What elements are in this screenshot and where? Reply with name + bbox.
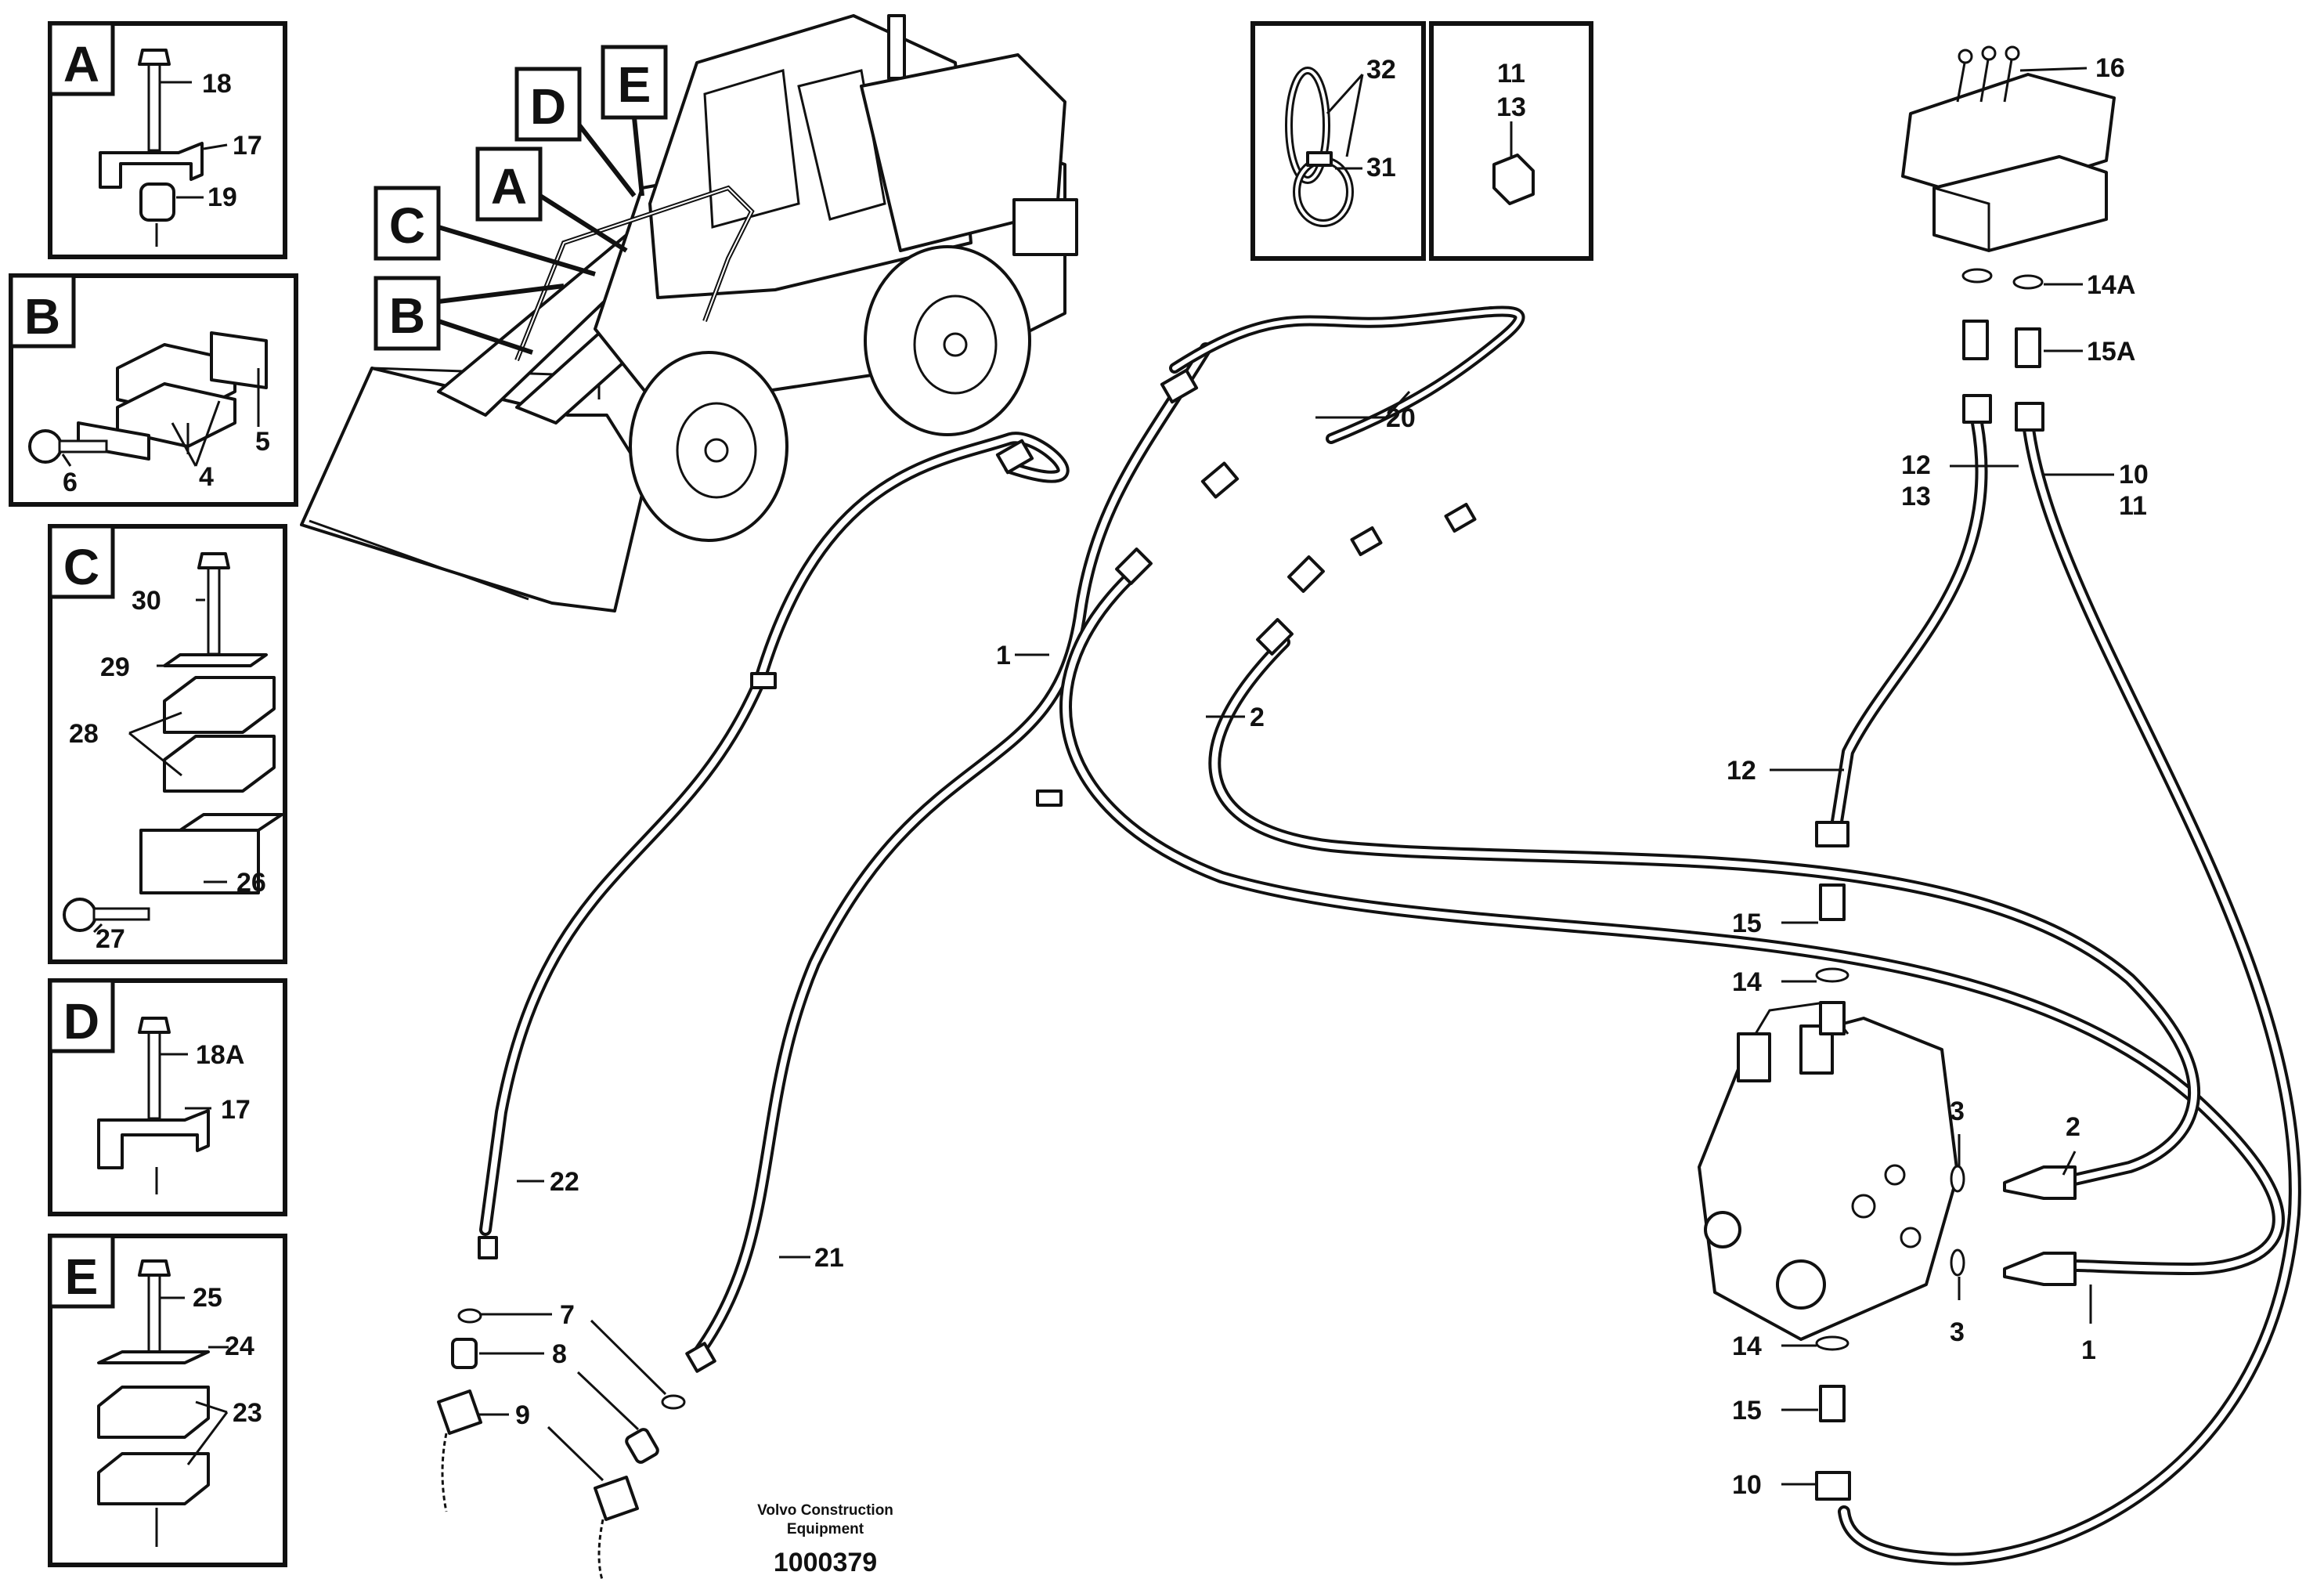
label-17-d: 17 [221,1095,251,1125]
label-14a: 14A [2087,270,2135,300]
exhaust-stack [887,14,906,80]
detail-box-b: B 5 6 4 [9,273,298,507]
callout-a: A [491,158,527,215]
label-5: 5 [255,427,270,457]
control-lever-unit: 16 14A 15A 12 13 10 11 [1901,45,2149,521]
dust-cap-9 [437,1389,482,1435]
callout-c: C [389,197,425,254]
label-7: 7 [560,1300,575,1330]
label-17: 17 [233,131,262,161]
detail-box-cap: 11 13 [1429,21,1593,261]
label-25: 25 [193,1283,222,1313]
label-15-upper: 15 [1732,909,1762,938]
plate-6 [77,421,150,461]
hoses [479,305,2301,1566]
spacer-19 [139,182,175,222]
label-20: 20 [1386,403,1416,433]
label-8: 8 [552,1339,567,1369]
box-letter-b: B [24,288,60,345]
bolt-6 [28,429,63,464]
label-24: 24 [225,1331,254,1361]
label-19: 19 [208,182,237,212]
control-valve [1698,821,2077,1501]
callout-d: D [530,78,566,135]
label-12-top: 12 [1901,450,1931,480]
bracket-26 [139,829,260,894]
bolt-head-18 [138,49,171,66]
label-18: 18 [202,69,232,99]
maker-line-1: Volvo Construction [757,1502,893,1519]
callout-e: E [618,56,651,113]
label-27: 27 [96,924,125,954]
label-3-upper: 3 [1950,1097,1965,1126]
callout-b: B [389,287,425,344]
bolt-18 [147,63,161,152]
plate-24 [97,1350,210,1364]
clamp-28-top [163,676,276,734]
protective-cap [1492,154,1535,205]
part-labels: 20 1 2 12 15 14 3 2 3 1 14 15 10 22 21 7 [478,390,2096,1500]
bolt-27 [63,898,97,932]
cable-tie-31 [1306,151,1333,167]
label-12-mid: 12 [1727,756,1756,786]
detail-box-tie: 32 31 [1250,21,1426,261]
label-2-mid: 2 [1250,703,1265,732]
box-letter-c: C [63,539,99,595]
label-26: 26 [236,868,266,898]
maker-line-2: Equipment [787,1521,864,1537]
label-15a: 15A [2087,337,2135,367]
label-30: 30 [132,586,161,616]
label-16: 16 [2095,53,2125,83]
label-10-top: 10 [2119,460,2149,490]
clamp-23-top [97,1386,210,1439]
box-letter-e: E [65,1248,99,1305]
box-letter-a: A [63,36,99,92]
bolt-18a [147,1031,161,1120]
label-14-upper: 14 [1732,967,1762,997]
detail-box-c: C 30 29 28 26 27 [48,524,287,964]
clamp-28-bottom [163,735,276,793]
label-29: 29 [100,652,130,682]
label-11-top2: 11 [2119,491,2147,521]
label-14-lower: 14 [1732,1331,1762,1361]
plate-5 [210,331,268,389]
label-1-mid: 1 [996,641,1011,670]
label-1-right: 1 [2081,1335,2096,1365]
clamp-17 [99,142,204,189]
detail-box-e: E 25 24 23 [48,1234,287,1567]
label-31: 31 [1366,153,1396,182]
label-2-right: 2 [2066,1112,2080,1142]
label-13-top: 13 [1496,92,1526,122]
dust-cap-9b [594,1476,639,1521]
detail-box-d: D 18A 17 [48,978,287,1216]
label-32: 32 [1366,55,1396,85]
detail-box-a: A 18 17 19 [48,21,287,259]
drawing-footer: Volvo Construction Equipment 1000379 [757,1502,893,1577]
label-28: 28 [69,719,99,749]
label-11-top: 11 [1497,59,1525,89]
box-letter-d: D [63,993,99,1050]
bolt-25 [147,1274,161,1363]
label-18a: 18A [196,1040,244,1070]
label-22: 22 [550,1167,579,1197]
label-9: 9 [515,1400,530,1430]
label-23: 23 [233,1398,262,1428]
loader-bucket [300,367,648,612]
clamp-23-bottom [97,1452,210,1505]
hose-fittings [437,368,1477,1579]
drawing-number: 1000379 [774,1548,877,1577]
label-6: 6 [63,468,78,497]
bolt-30 [207,566,221,656]
label-10-lower: 10 [1732,1470,1762,1500]
label-13-top2: 13 [1901,482,1931,511]
label-21: 21 [814,1243,844,1273]
wheel-loader-illustration: D E A C B [300,14,1078,612]
label-15-lower: 15 [1732,1396,1762,1425]
label-4: 4 [199,462,214,492]
clamp-17-d [97,1109,210,1169]
plate-29 [163,653,268,667]
label-3-lower: 3 [1950,1317,1965,1347]
